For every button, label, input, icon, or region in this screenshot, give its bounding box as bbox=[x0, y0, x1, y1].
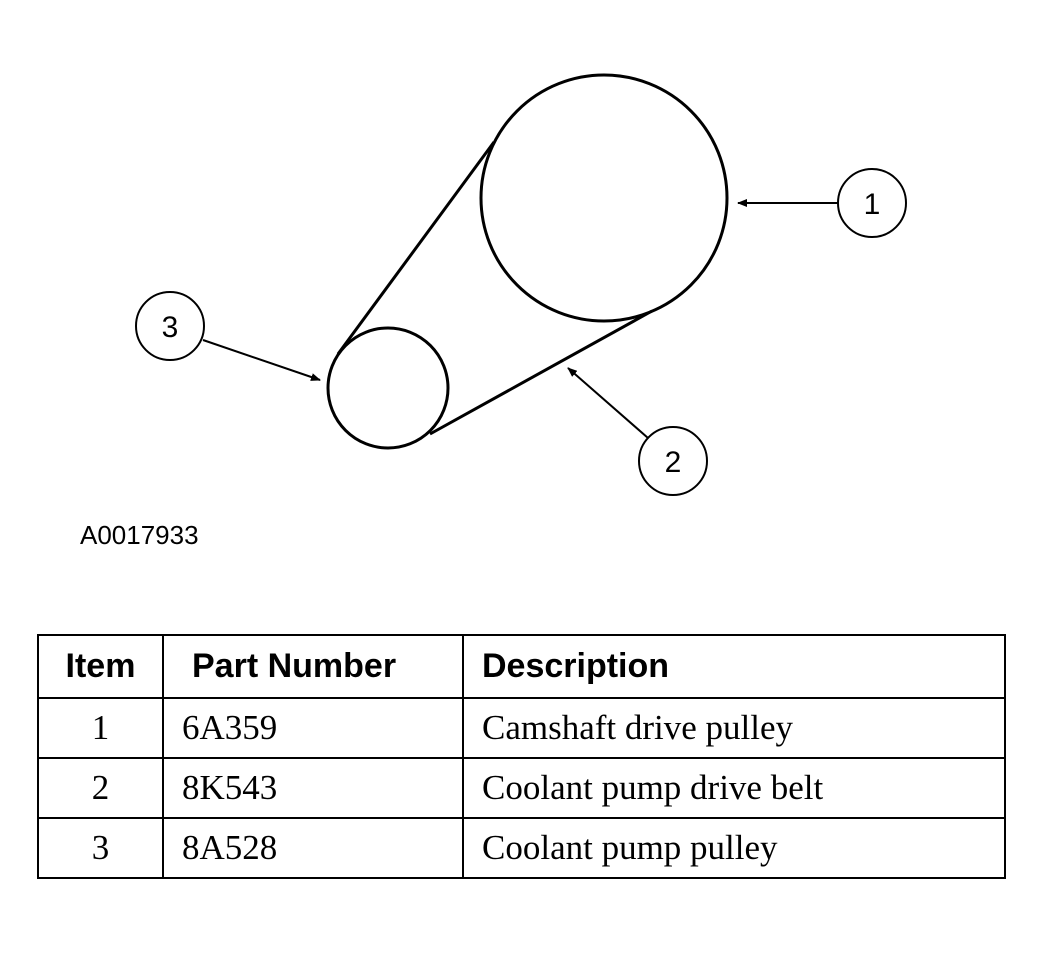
cell-part-number: 6A359 bbox=[162, 697, 464, 759]
header-item: Item bbox=[37, 634, 164, 699]
callout-3: 3 bbox=[135, 291, 321, 381]
callout-1: 1 bbox=[737, 168, 907, 238]
table-row: 2 8K543 Coolant pump drive belt bbox=[37, 757, 1006, 819]
cell-description: Coolant pump pulley bbox=[462, 817, 1006, 879]
callout-3-leader bbox=[202, 339, 321, 381]
table-header-row: Item Part Number Description bbox=[37, 634, 1006, 699]
cell-part-number: 8A528 bbox=[162, 817, 464, 879]
callout-1-label: 1 bbox=[864, 188, 881, 221]
table-row: 1 6A359 Camshaft drive pulley bbox=[37, 697, 1006, 759]
drive-belt-lower-span bbox=[429, 309, 653, 436]
cell-item: 3 bbox=[37, 817, 164, 879]
camshaft-drive-pulley bbox=[479, 73, 729, 323]
table-row: 3 8A528 Coolant pump pulley bbox=[37, 817, 1006, 879]
callout-2-label: 2 bbox=[665, 446, 682, 479]
cell-item: 1 bbox=[37, 697, 164, 759]
cell-part-number: 8K543 bbox=[162, 757, 464, 819]
belt-routing-diagram: 1 2 3 bbox=[135, 73, 907, 496]
figure-code: A0017933 bbox=[80, 520, 199, 550]
drive-belt-upper-span bbox=[336, 141, 496, 355]
coolant-pump-pulley bbox=[326, 326, 450, 450]
header-description: Description bbox=[462, 634, 1006, 699]
callout-3-label: 3 bbox=[162, 311, 179, 344]
cell-description: Camshaft drive pulley bbox=[462, 697, 1006, 759]
callout-2: 2 bbox=[567, 367, 708, 496]
callout-1-circle bbox=[837, 168, 907, 238]
callout-2-leader bbox=[567, 367, 649, 439]
cell-description: Coolant pump drive belt bbox=[462, 757, 1006, 819]
callout-3-circle bbox=[135, 291, 205, 361]
callout-2-circle bbox=[638, 426, 708, 496]
cell-item: 2 bbox=[37, 757, 164, 819]
parts-table: Item Part Number Description 1 6A359 Cam… bbox=[37, 634, 1006, 879]
header-part-number: Part Number bbox=[162, 634, 464, 699]
